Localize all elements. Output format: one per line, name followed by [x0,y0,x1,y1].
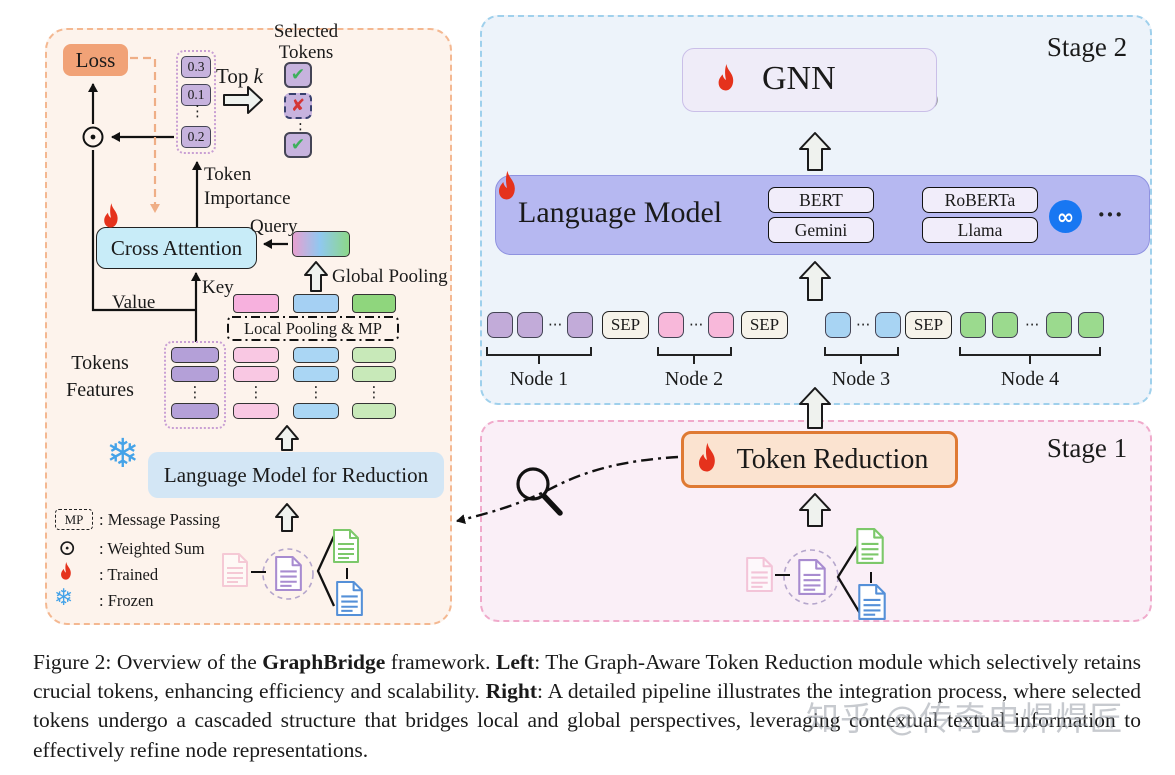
feature-column-green: ⋮ [352,347,396,419]
node2-label: Node 2 [664,368,724,390]
selected-token-check: ✔ [284,132,312,158]
figure-caption: Figure 2: Overview of the GraphBridge fr… [33,650,1142,762]
flame-icon [494,169,520,205]
legend-trained: : Trained [99,565,159,584]
sep-token: SEP [905,311,952,339]
token-reduction-box: Token Reduction [681,431,958,488]
snowflake-icon: ❄ [54,585,74,610]
token-square [875,312,902,338]
token-importance-label: Token [204,164,252,185]
value-label: Value [112,292,156,313]
feature-column-purple: ⋮ [171,347,219,419]
token-square [658,312,684,338]
legend-message-passing: : Message Passing [99,510,220,529]
token-scores-stack [176,50,216,154]
mp-chip: MP [55,509,93,530]
pooled-token-pink [233,294,279,313]
model-gemini: Gemini [768,217,874,243]
node4-tokens: ··· [960,312,1105,338]
sep-token: SEP [602,311,649,339]
loss-box: Loss [63,44,128,76]
lm-reduction-box: Language Model for Reduction [148,452,444,498]
language-model-label: Language Model [518,196,723,229]
token-square [487,312,513,338]
pooled-token-blue [293,294,339,313]
model-bert: BERT [768,187,874,213]
more-models-ellipsis: ··· [1097,200,1124,229]
token-square [567,312,594,338]
flame-icon [100,202,122,232]
token-square [960,312,986,338]
topk-label: Top k [216,64,263,88]
model-llama: Llama [922,217,1038,243]
center-node-features-outline [164,341,226,429]
model-roberta: RoBERTa [922,187,1038,213]
rejected-token-cross: ✘ [284,93,312,119]
token-square [1078,312,1105,338]
cross-attention-box: Cross Attention [96,227,257,269]
node3-label: Node 3 [831,368,891,390]
flame-icon [58,561,74,583]
score-value: 0.1 [181,84,211,106]
zhihu-watermark: 知乎 @传奇电焊焊匠 [806,699,1124,738]
stage2-label: Stage 2 [1046,32,1128,62]
global-pooled-vector [292,231,350,257]
weighted-sum-icon: ⊙ [58,535,77,560]
node1-tokens: ··· [487,312,594,338]
selected-tokens-label: Selected Tokens [273,21,339,63]
token-square [992,312,1018,338]
pooled-token-green [352,294,396,313]
legend-frozen: : Frozen [99,591,154,610]
feature-column-blue: ⋮ [293,347,339,419]
key-label: Key [202,277,234,298]
gnn-label: GNN [762,60,836,97]
flame-icon [714,62,738,96]
legend-weighted-sum: : Weighted Sum [99,539,205,558]
score-value: 0.3 [181,56,211,78]
query-label: Query [250,216,298,237]
meta-icon: ∞ [1049,200,1082,233]
token-square [825,312,851,338]
stage1-label: Stage 1 [1046,433,1128,463]
node2-tokens: ··· [658,312,735,338]
node3-tokens: ··· [825,312,902,338]
score-value: 0.2 [181,126,211,148]
token-importance-label: Importance [204,188,291,209]
global-pooling-label: Global Pooling [332,266,448,287]
tokens-features-label: Tokens Features [66,352,134,401]
feature-column-pink: ⋮ [233,347,279,419]
token-square [708,312,735,338]
selected-token-check: ✔ [284,62,312,88]
node4-label: Node 4 [1000,368,1060,390]
flame-icon [694,441,720,477]
node1-label: Node 1 [509,368,569,390]
vertical-dots: ⋮ [190,102,205,120]
sep-token: SEP [741,311,788,339]
token-square [1046,312,1073,338]
local-pooling-label: Local Pooling & MP [244,318,382,338]
token-square [517,312,543,338]
snowflake-icon: ❄ [106,431,140,476]
